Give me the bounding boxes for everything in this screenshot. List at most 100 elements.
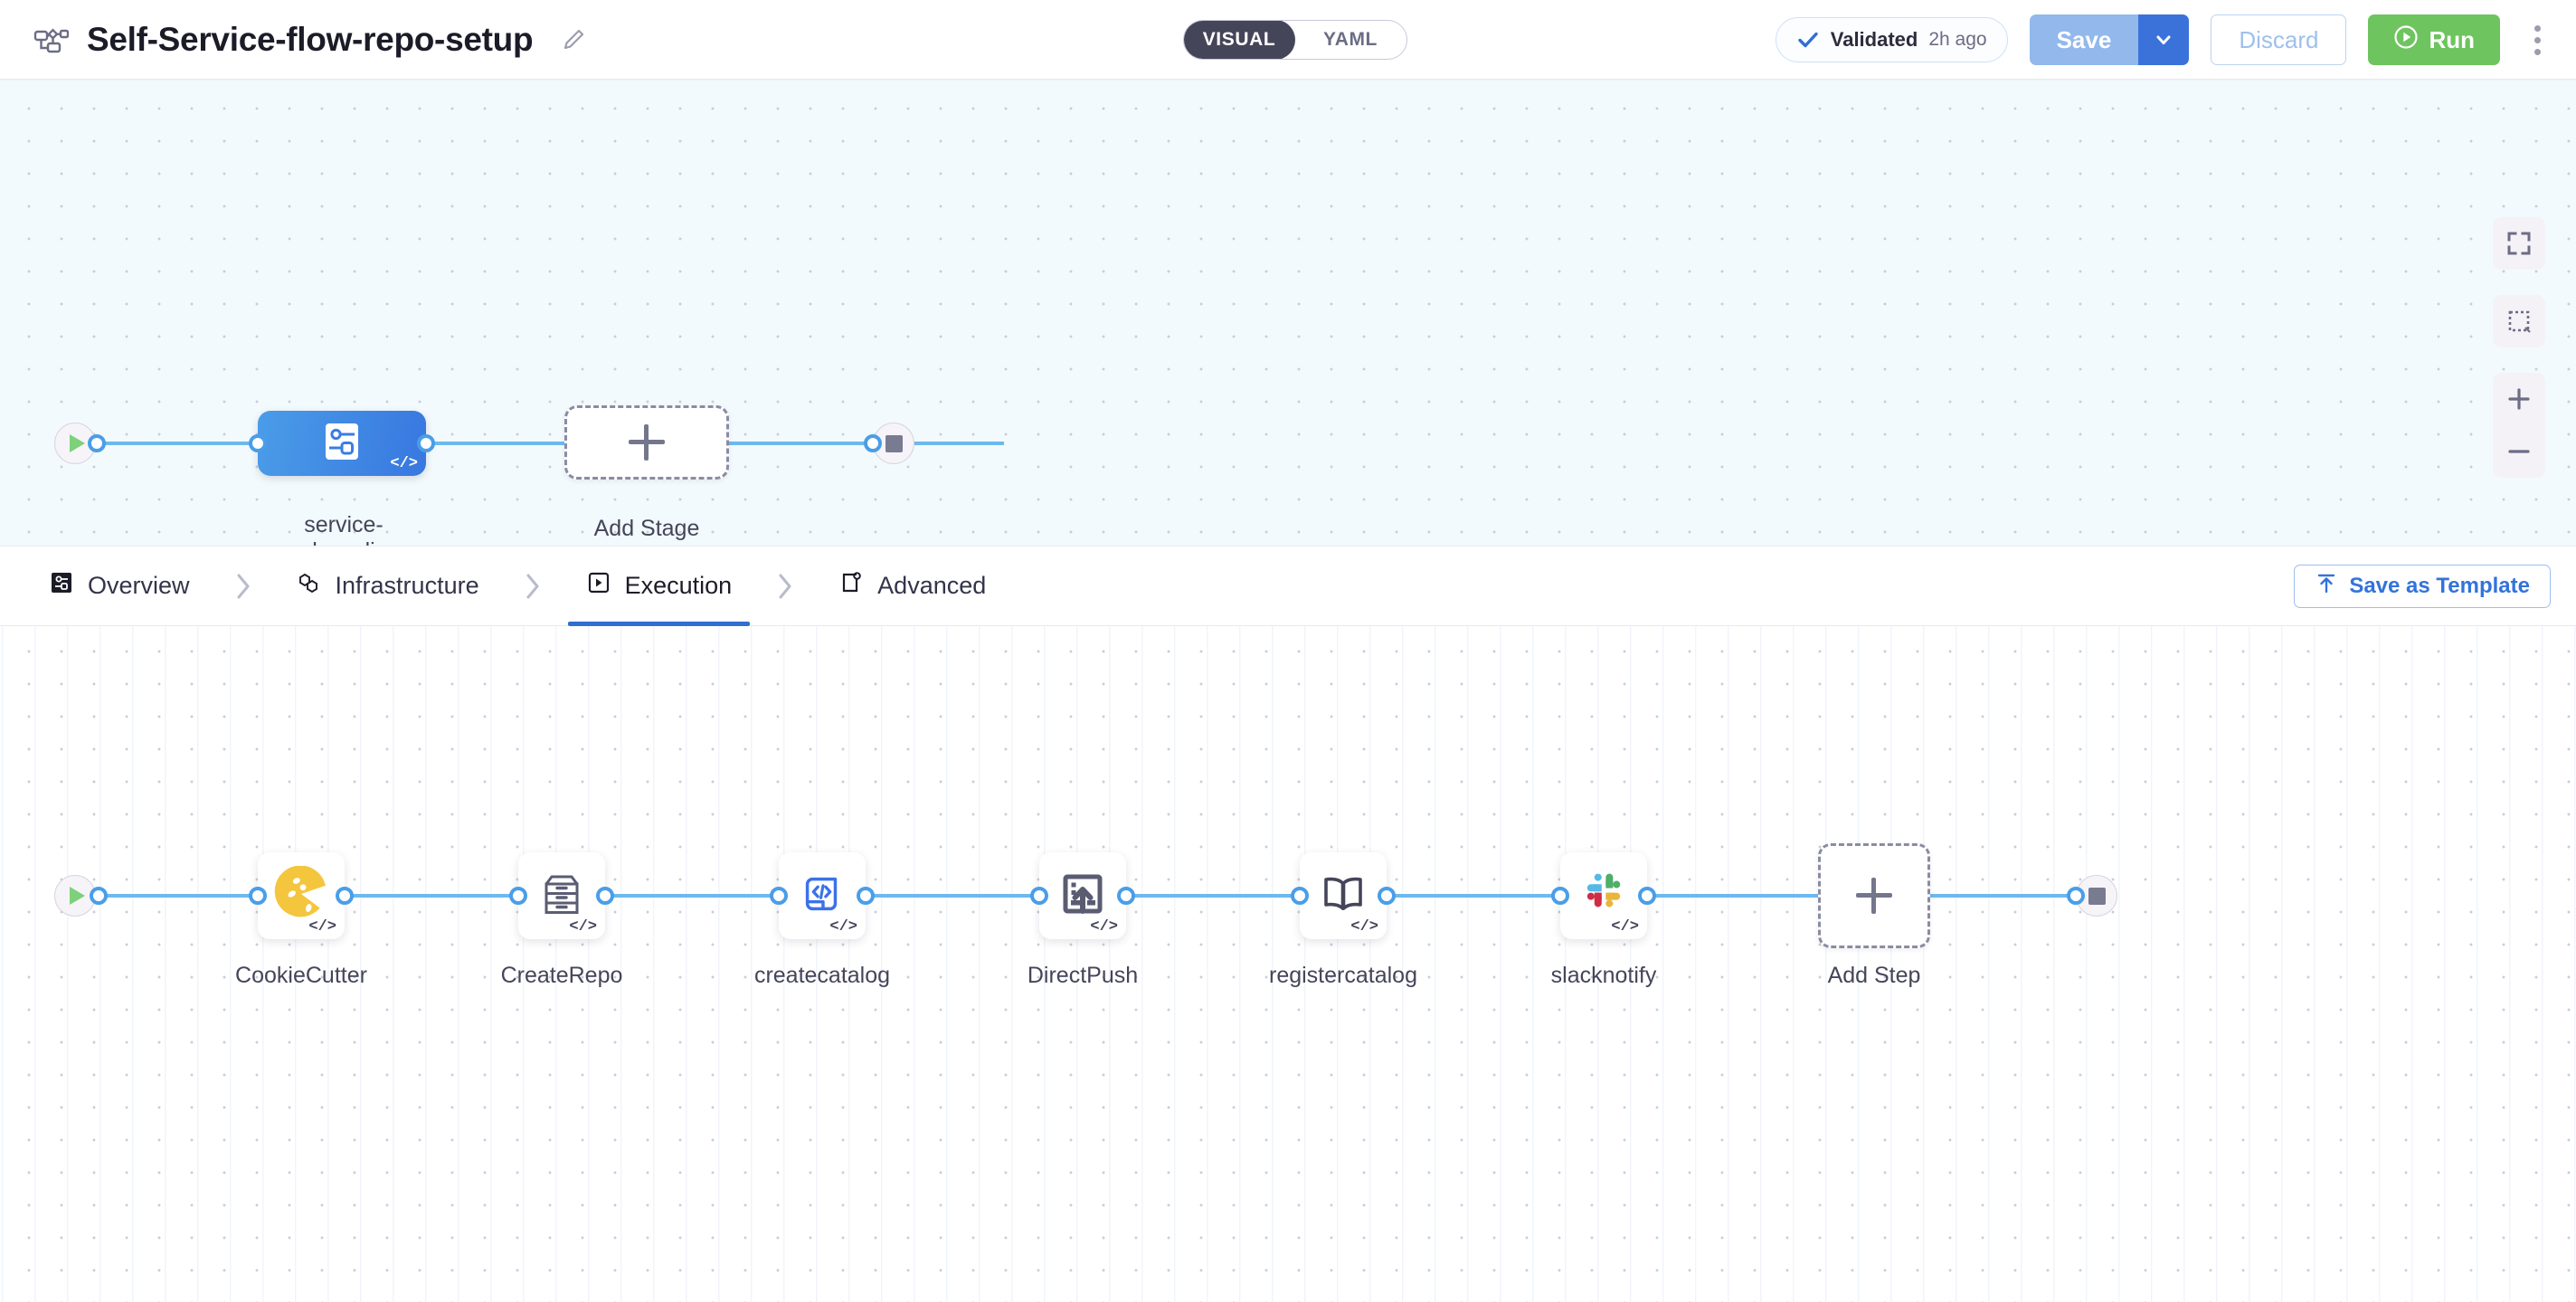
stage-end-port[interactable] xyxy=(864,434,882,452)
step-port-out[interactable] xyxy=(1378,887,1396,905)
stage-canvas[interactable]: </> service- onboarding Add Stage xyxy=(0,80,2576,546)
add-step-label: Add Step xyxy=(1827,963,1921,988)
start-node[interactable] xyxy=(54,875,96,917)
tab-infrastructure-label: Infrastructure xyxy=(335,572,479,599)
step-node-body[interactable]: </> xyxy=(258,852,345,939)
tab-execution-label: Execution xyxy=(624,572,733,599)
mode-toggle-yaml[interactable]: YAML xyxy=(1323,29,1378,50)
run-button[interactable]: Run xyxy=(2368,14,2500,65)
tab-infrastructure[interactable]: Infrastructure xyxy=(293,546,483,626)
steps-start-node[interactable] xyxy=(54,875,96,917)
stage-node-output-port[interactable] xyxy=(417,434,435,452)
step-port-out[interactable] xyxy=(336,887,354,905)
tab-execution[interactable]: Execution xyxy=(567,546,750,626)
execution-steps-canvas[interactable]: </> CookieCutter </> xyxy=(0,626,2576,1302)
add-step-node[interactable] xyxy=(1818,843,1930,948)
code-badge: </> xyxy=(1350,918,1378,936)
step-port-in[interactable] xyxy=(770,887,788,905)
add-stage-button[interactable] xyxy=(564,405,729,480)
chevron-down-icon xyxy=(2156,35,2171,44)
edit-pencil-icon[interactable] xyxy=(560,26,587,53)
step-node-body[interactable]: </> xyxy=(1560,852,1647,939)
slack-icon xyxy=(1578,869,1629,924)
code-badge: </> xyxy=(829,918,857,936)
step-label-registercatalog: registercatalog xyxy=(1269,963,1417,988)
add-step-button[interactable] xyxy=(1818,843,1930,948)
tab-separator xyxy=(775,571,795,602)
tab-separator xyxy=(523,571,543,602)
stage-node-body[interactable]: </> xyxy=(258,411,426,476)
step-port-out[interactable] xyxy=(1117,887,1135,905)
save-template-icon xyxy=(2315,572,2338,602)
fit-to-screen-button[interactable] xyxy=(2493,217,2545,270)
overview-icon xyxy=(49,570,74,602)
tab-overview[interactable]: Overview xyxy=(45,546,194,626)
stage-start-port[interactable] xyxy=(88,434,106,452)
zoom-in-button[interactable] xyxy=(2493,373,2545,425)
step-node-body[interactable]: </> xyxy=(518,852,605,939)
stop-square-icon xyxy=(2088,887,2106,905)
step-node-body[interactable]: </> xyxy=(1300,852,1387,939)
app-header: Self-Service-flow-repo-setup VISUAL YAML… xyxy=(0,0,2576,80)
mode-toggle-visual[interactable]: VISUAL xyxy=(1184,21,1295,59)
play-circle-icon xyxy=(2393,24,2419,56)
selection-box-button[interactable] xyxy=(2493,295,2545,347)
step-port-in[interactable] xyxy=(1551,887,1569,905)
step-node-slacknotify[interactable]: </> xyxy=(1560,852,1647,939)
deployment-stage-icon xyxy=(317,417,366,470)
code-badge: </> xyxy=(390,455,418,472)
play-icon xyxy=(69,434,85,452)
add-stage-label: Add Stage xyxy=(593,516,700,541)
zoom-out-button[interactable] xyxy=(2493,425,2545,478)
step-node-cookiecutter[interactable]: </> xyxy=(258,852,345,939)
save-as-template-button[interactable]: Save as Template xyxy=(2294,565,2551,608)
tab-overview-label: Overview xyxy=(88,572,190,599)
header-actions: Validated 2h ago Save Discard xyxy=(1775,0,2552,80)
save-dropdown-button[interactable] xyxy=(2138,14,2190,65)
add-stage-node[interactable] xyxy=(564,405,729,480)
step-node-registercatalog[interactable]: </> xyxy=(1300,852,1387,939)
stage-node-label: service- onboarding xyxy=(287,512,400,546)
advanced-icon xyxy=(838,570,864,602)
save-button[interactable]: Save xyxy=(2029,14,2139,65)
validated-label: Validated xyxy=(1830,28,1918,51)
play-icon xyxy=(69,887,85,905)
check-icon xyxy=(1796,28,1820,52)
marquee-select-icon xyxy=(2508,310,2531,333)
page-title: Self-Service-flow-repo-setup xyxy=(87,20,534,58)
kebab-menu-icon[interactable] xyxy=(2522,14,2552,65)
step-port-in[interactable] xyxy=(509,887,527,905)
section-tabbar: Overview Infrastructure xyxy=(0,546,2576,626)
step-node-body[interactable]: </> xyxy=(779,852,866,939)
step-node-createcatalog[interactable]: </> xyxy=(779,852,866,939)
steps-end-port[interactable] xyxy=(2067,887,2085,905)
stage-node-input-port[interactable] xyxy=(249,434,267,452)
stage-end-node[interactable] xyxy=(873,423,914,464)
infrastructure-icon xyxy=(297,570,322,602)
step-node-directpush[interactable]: </> xyxy=(1039,852,1126,939)
step-port-in[interactable] xyxy=(249,887,267,905)
code-page-icon xyxy=(797,869,848,924)
step-port-out[interactable] xyxy=(1638,887,1656,905)
tab-advanced[interactable]: Advanced xyxy=(835,546,990,626)
discard-button[interactable]: Discard xyxy=(2211,14,2347,65)
save-button-group: Save xyxy=(2029,14,2190,65)
end-node[interactable] xyxy=(873,423,914,464)
step-node-body[interactable]: </> xyxy=(1039,852,1126,939)
stage-node-service-onboarding[interactable]: </> xyxy=(258,411,426,476)
step-port-in[interactable] xyxy=(1030,887,1048,905)
mode-toggle[interactable]: VISUAL YAML xyxy=(1183,20,1407,60)
steps-start-port[interactable] xyxy=(90,887,108,905)
canvas-controls xyxy=(2493,217,2545,478)
tab-advanced-label: Advanced xyxy=(877,572,987,599)
step-port-out[interactable] xyxy=(857,887,875,905)
step-port-in[interactable] xyxy=(1291,887,1309,905)
code-badge: </> xyxy=(569,918,597,936)
step-node-createrepo[interactable]: </> xyxy=(518,852,605,939)
status-badge: Validated 2h ago xyxy=(1775,17,2008,62)
stop-square-icon xyxy=(885,434,903,452)
minus-icon xyxy=(2508,450,2530,453)
code-badge: </> xyxy=(1611,918,1639,936)
step-port-out[interactable] xyxy=(596,887,614,905)
